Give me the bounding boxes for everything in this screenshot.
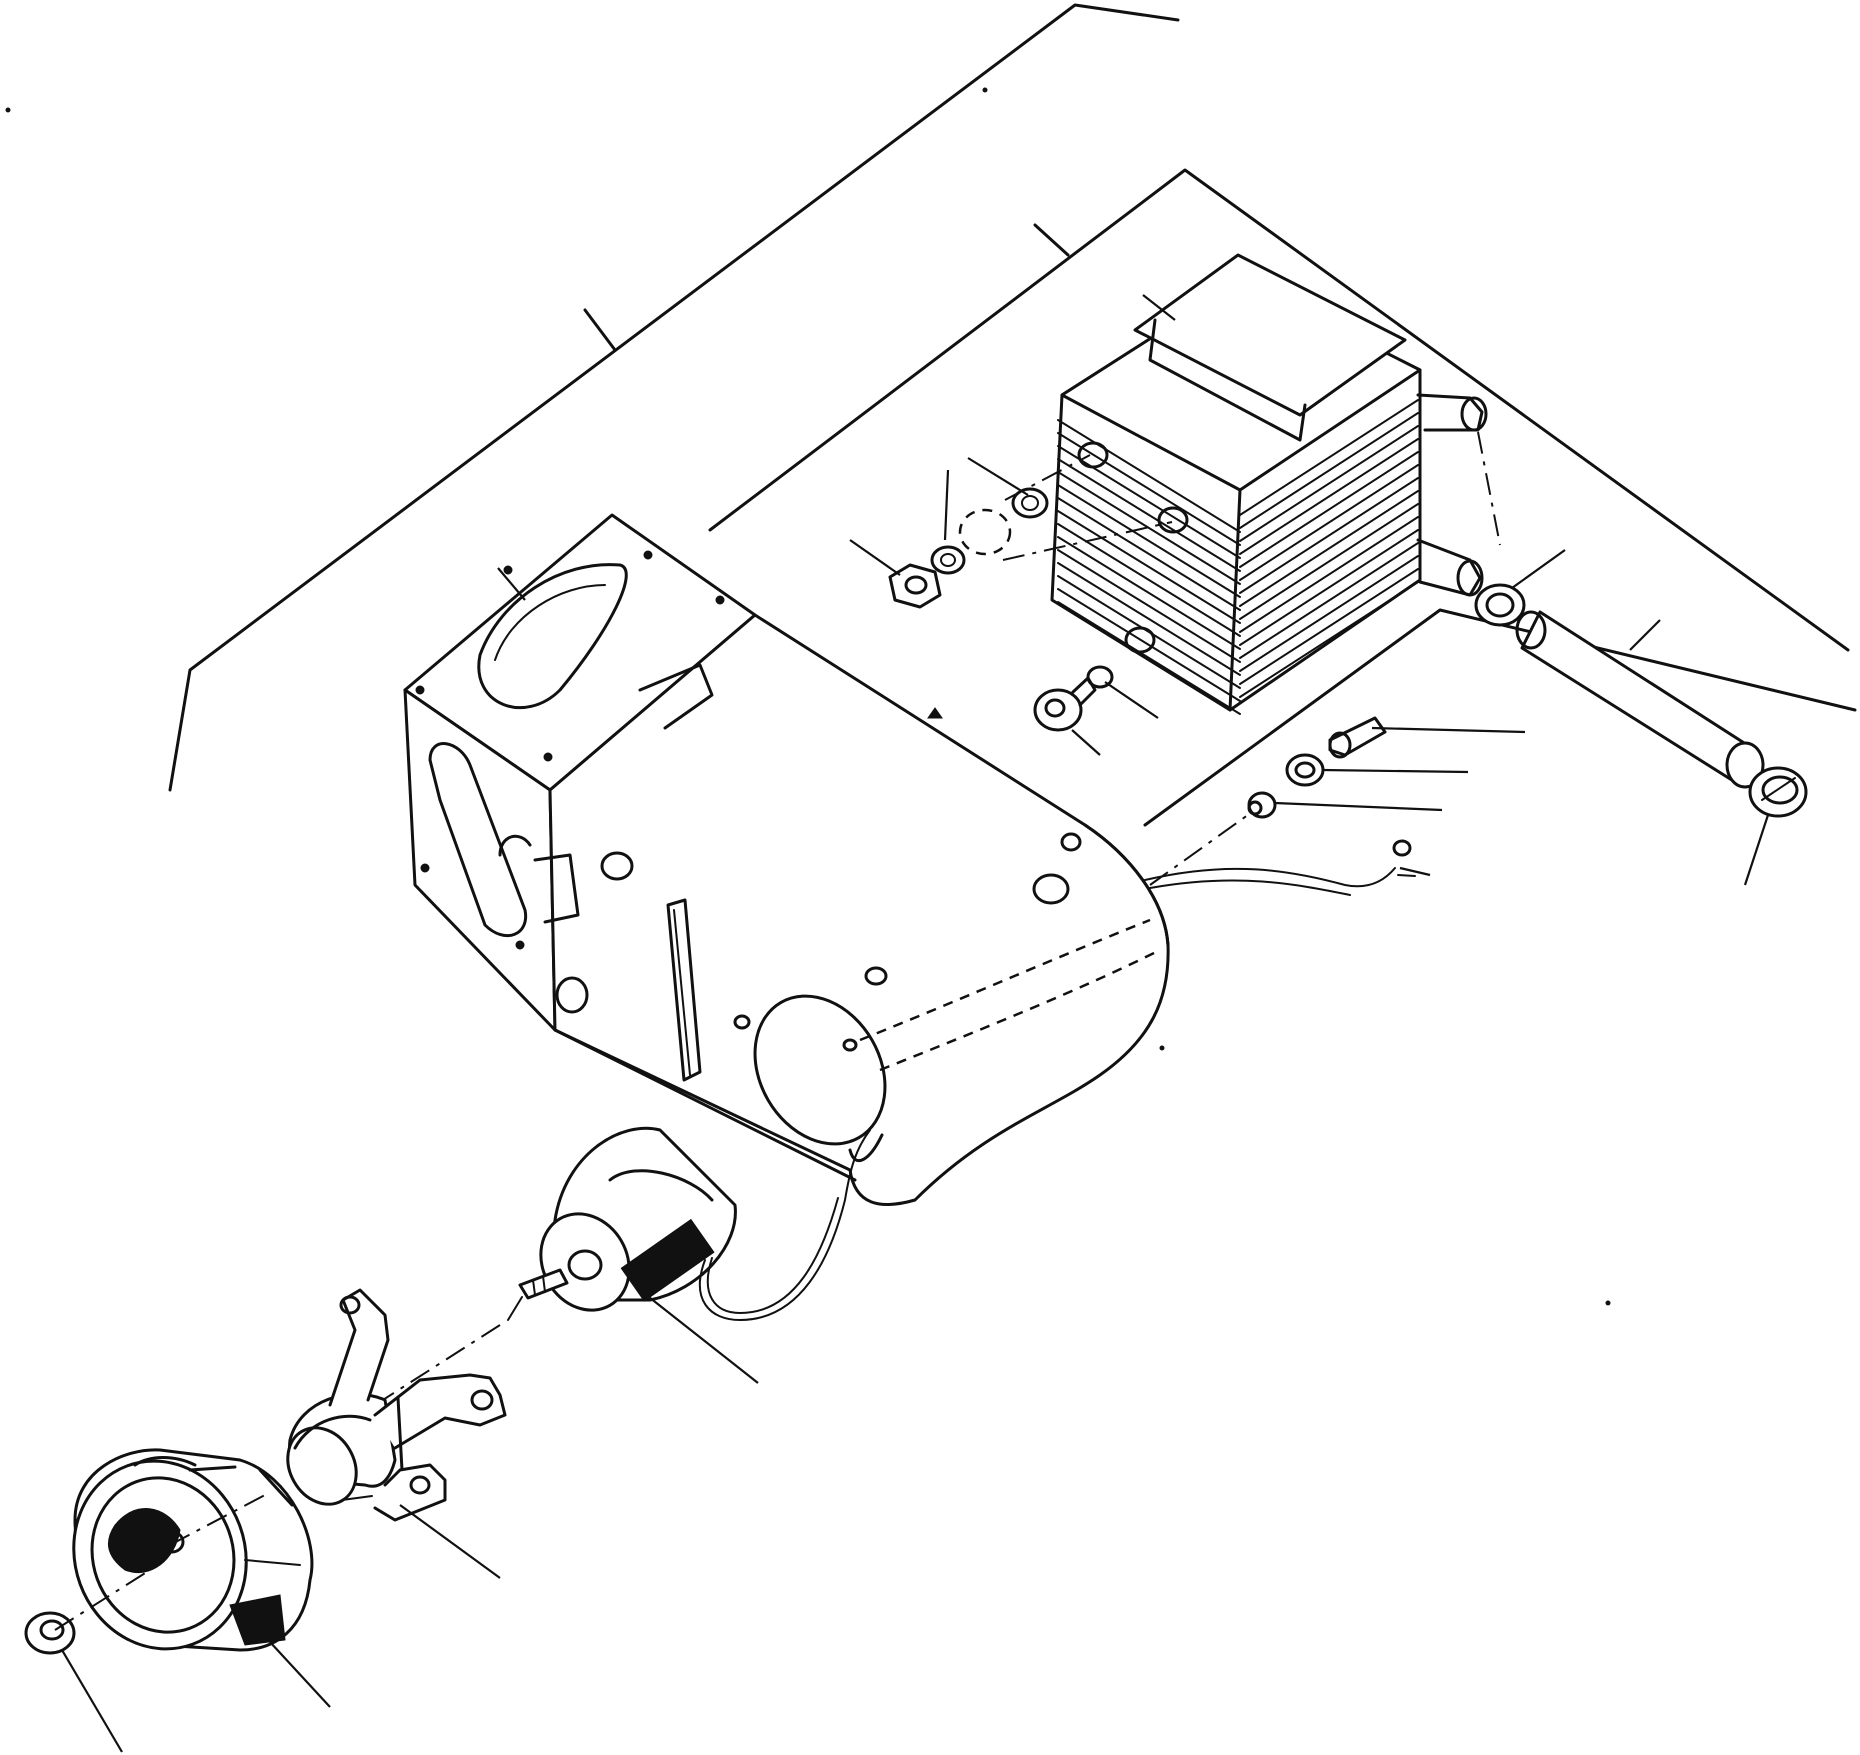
leader-cap-screw <box>1071 729 1101 756</box>
hose-clamp <box>1474 583 1526 627</box>
core-fin-right <box>1239 438 1419 555</box>
core-fin-right <box>1239 581 1419 698</box>
grommet <box>1285 753 1325 787</box>
core-fin-left <box>1057 523 1241 637</box>
dashed-gasket <box>958 508 1012 556</box>
outer-assembly-bracket <box>168 3 1180 792</box>
blower-motor <box>374 1126 871 1406</box>
core-fin-right <box>1239 555 1419 672</box>
core-fin-right <box>1239 529 1419 646</box>
core-fin-left <box>1057 432 1241 546</box>
core-fin-right <box>1239 412 1419 529</box>
leader-hex-bolt <box>849 539 901 576</box>
leader-motor-bracket <box>399 1504 501 1579</box>
leader-small-washer <box>1104 681 1159 719</box>
core-fin-right <box>1239 425 1419 542</box>
leader-heater-hose <box>1629 619 1661 651</box>
core-fin-left <box>1057 510 1241 624</box>
core-fin-left <box>1057 497 1241 611</box>
core-fin-left <box>1057 458 1241 572</box>
small-washer <box>1086 665 1114 689</box>
heater-core <box>1002 253 1501 715</box>
core-fin-left <box>1057 419 1241 533</box>
core-fin-right <box>1239 451 1419 568</box>
leader-grommet <box>1321 768 1469 774</box>
blower-wheel <box>72 1448 314 1652</box>
core-fin-right <box>1239 516 1419 633</box>
core-fin-right <box>1239 464 1419 581</box>
core-fin-right <box>1239 399 1419 516</box>
leader-hose-clamp <box>1511 549 1566 589</box>
core-fin-left <box>1057 588 1241 702</box>
retaining-clip <box>24 1569 151 1655</box>
core-fin-right <box>1239 490 1419 607</box>
core-fin-right <box>1239 542 1419 659</box>
core-fin-right <box>1239 503 1419 620</box>
leader-wiring-harness <box>1399 866 1431 877</box>
leader-lock-washer <box>943 469 950 541</box>
spacer-bushing <box>1247 791 1277 819</box>
core-fin-left <box>1057 601 1241 715</box>
lock-washer <box>930 545 966 575</box>
core-fin-left <box>1057 471 1241 585</box>
wiring-harness <box>1144 811 1416 896</box>
leader-hose-plug <box>1743 814 1770 886</box>
leader-retaining-clip <box>61 1649 123 1753</box>
leader-blower-motor <box>639 1289 759 1384</box>
leader-spacer-bushing <box>1274 801 1443 812</box>
leader-heater-core <box>1142 294 1176 321</box>
core-fin-left <box>1057 562 1241 676</box>
heater-hose <box>1515 610 1765 789</box>
hose-plug <box>1748 766 1808 818</box>
cap-screw <box>1033 676 1097 732</box>
flat-washer <box>1011 487 1049 519</box>
heater-core-assembly-bracket <box>708 168 1857 827</box>
small-screw <box>1328 716 1387 759</box>
leader-housing <box>497 567 526 601</box>
core-fin-right <box>1239 477 1419 594</box>
core-fin-left <box>1057 445 1241 559</box>
motor-mounting-bracket <box>286 1288 507 1522</box>
core-fin-left <box>1057 549 1241 663</box>
leader-flat-washer <box>967 457 1029 496</box>
hex-bolt <box>888 563 942 609</box>
leader-small-screw <box>1371 726 1526 734</box>
heater-housing <box>403 513 1170 1207</box>
core-fin-right <box>1239 568 1419 685</box>
core-fin-left <box>1057 536 1241 650</box>
core-fin-left <box>1057 484 1241 598</box>
callout-leader-lines <box>61 294 1770 1753</box>
leader-blower-wheel <box>269 1641 331 1708</box>
